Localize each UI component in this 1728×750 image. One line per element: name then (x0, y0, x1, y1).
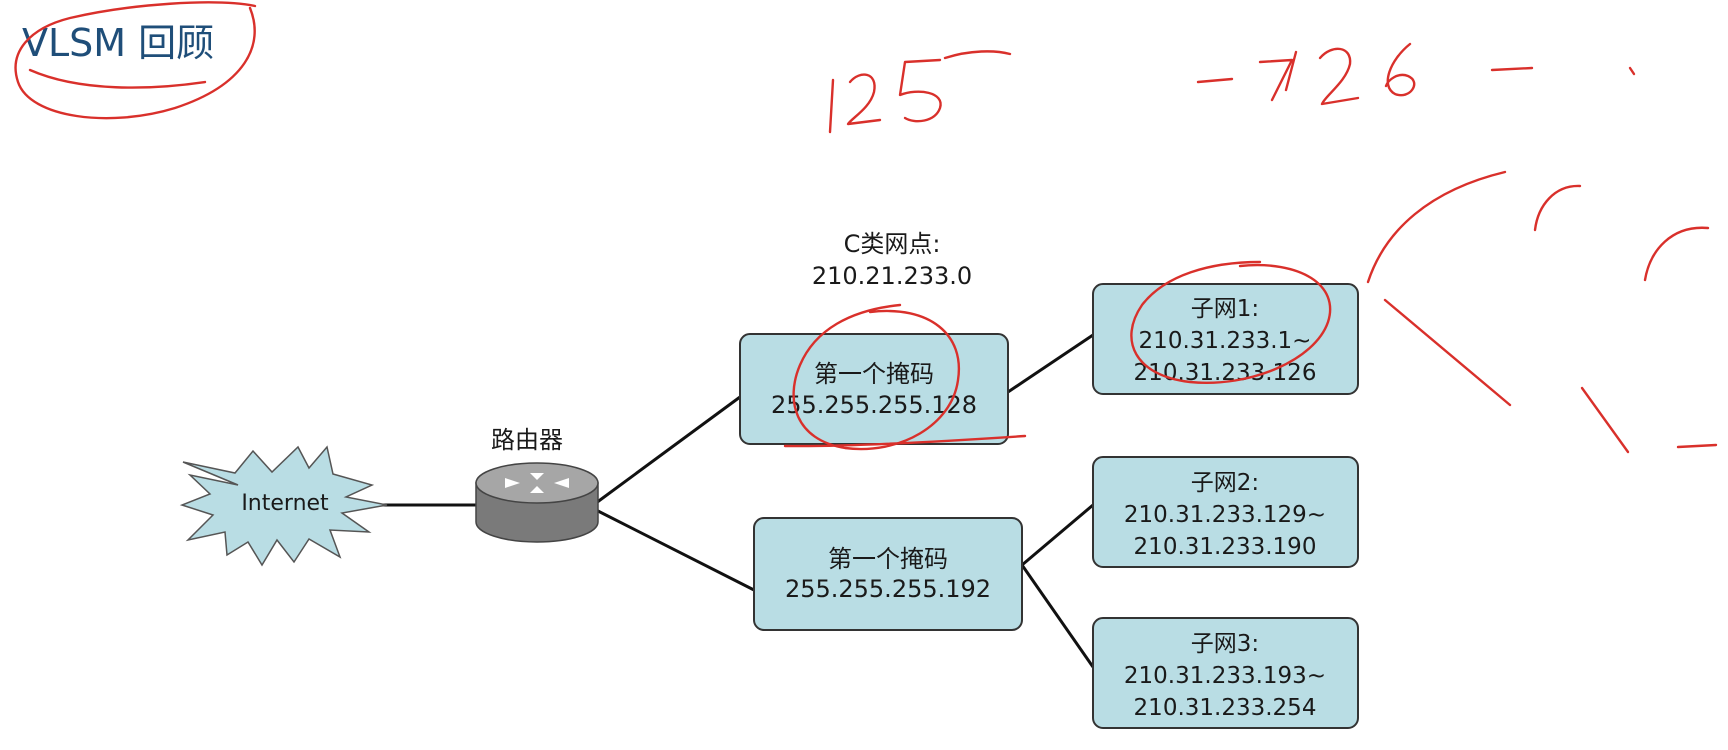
router-top (475, 462, 599, 504)
pen-line-right-2 (1580, 386, 1630, 454)
pen-circle-mask1 (792, 303, 961, 451)
site-address: 210.21.233.0 (812, 262, 972, 290)
subnet-box-1-shape (1092, 283, 1359, 395)
router-arrows-icon (505, 473, 569, 493)
internet-cloud: Internet (179, 445, 388, 567)
subnet-2-range-end: 210.31.233.190 (1134, 534, 1317, 560)
mask-box-1-shape (739, 333, 1009, 445)
subnet-box-2: 子网2: 210.31.233.129~ 210.31.233.190 (1092, 456, 1359, 568)
link-router-mask2 (595, 508, 755, 592)
mask-box-2: 第一个掩码 255.255.255.192 (753, 517, 1023, 631)
mask-box-2-shape (753, 517, 1023, 631)
pen-curve-right-1 (1366, 170, 1507, 284)
subnet-2-name: 子网2: (1191, 470, 1259, 496)
pen-circle-subnet1 (1130, 260, 1332, 384)
slide-title: VLSM 回顾 (22, 21, 215, 65)
internet-cloud-shape (179, 445, 388, 567)
pen-mask-note-726 (1196, 42, 1636, 106)
link-mask2-subnet2 (1021, 503, 1094, 567)
router-label: 路由器 (491, 426, 563, 454)
site-label: C类网点: (844, 230, 941, 258)
link-router-mask1 (595, 395, 741, 505)
pen-circle-title (14, 1, 257, 120)
pen-annotations (14, 1, 1718, 454)
pen-curve-right-3 (1643, 226, 1710, 282)
router: 路由器 (475, 426, 599, 543)
pen-stroke-title-tail (28, 68, 207, 89)
mask-box-1-label: 第一个掩码 (814, 360, 934, 388)
subnet-3-range-end: 210.31.233.254 (1134, 695, 1317, 721)
subnet-2-range-start: 210.31.233.129~ (1124, 502, 1326, 528)
pen-underline-mask1 (783, 434, 1027, 448)
subnet-1-name: 子网1: (1191, 296, 1259, 322)
subnet-box-3-shape (1092, 617, 1359, 729)
pen-line-right-3 (1676, 443, 1718, 449)
pen-curve-right-2 (1533, 184, 1582, 232)
mask-box-2-value: 255.255.255.192 (785, 575, 991, 603)
subnet-box-2-shape (1092, 456, 1359, 568)
site-info: C类网点: 210.21.233.0 (812, 230, 972, 290)
subnet-box-3: 子网3: 210.31.233.193~ 210.31.233.254 (1092, 617, 1359, 729)
mask-box-1: 第一个掩码 255.255.255.128 (739, 333, 1009, 445)
link-mask2-subnet3 (1020, 564, 1095, 668)
subnet-3-range-start: 210.31.233.193~ (1124, 663, 1326, 689)
mask-box-1-value: 255.255.255.128 (771, 391, 977, 419)
internet-label: Internet (241, 491, 329, 516)
subnet-1-range-start: 210.31.233.1~ (1139, 328, 1312, 354)
mask-box-2-label: 第一个掩码 (828, 545, 948, 573)
subnet-3-name: 子网3: (1191, 631, 1259, 657)
pen-line-right-1 (1383, 298, 1512, 407)
pen-number-125 (828, 50, 1012, 134)
link-mask1-subnet1 (1007, 333, 1094, 394)
